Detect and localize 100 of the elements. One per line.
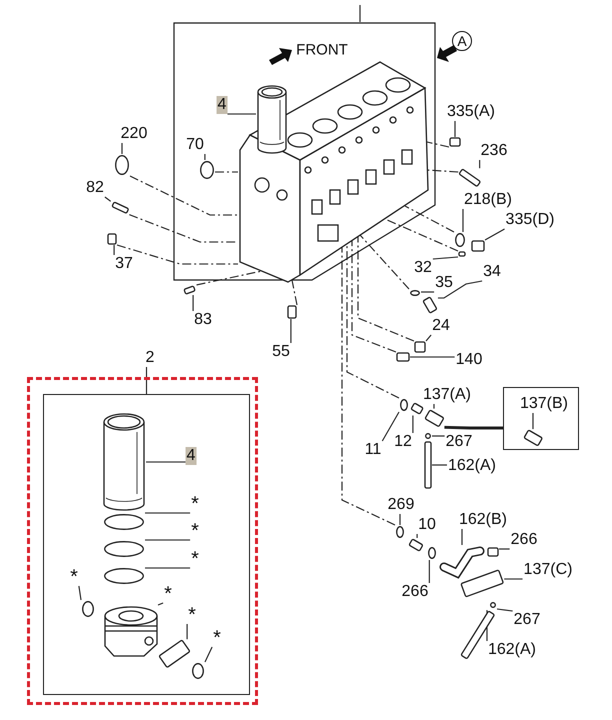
callout-number: 335(A)	[446, 103, 496, 121]
callout-number: 32	[413, 259, 433, 277]
leader-line	[145, 567, 190, 569]
bracket-leader-line	[438, 280, 482, 299]
callout-number: 137(B)	[518, 395, 570, 413]
leader-line	[428, 560, 430, 583]
assembly-line	[130, 176, 238, 216]
leader-line	[454, 121, 456, 137]
frame-outline	[173, 22, 436, 281]
leader-line	[186, 624, 188, 640]
callout-number: 24	[431, 317, 451, 335]
seal-ring-drawing	[114, 154, 130, 176]
leader-line	[479, 160, 480, 168]
assembly-line	[384, 218, 458, 252]
assembly-line	[116, 244, 238, 265]
piston-ring-drawing	[103, 567, 145, 585]
callout-number: 137(C)	[522, 561, 574, 579]
callout-number: 218(B)	[462, 191, 514, 209]
snap-ring-drawing	[81, 600, 95, 618]
callout-number: 140	[454, 351, 484, 369]
leader-line	[412, 416, 414, 433]
leader-line	[104, 196, 112, 202]
leader-line	[499, 548, 510, 550]
engine-block-drawing	[238, 60, 431, 284]
callout-number: 267	[444, 433, 474, 451]
leader-line	[433, 404, 435, 409]
leader-line	[359, 5, 361, 22]
piston-drawing	[103, 605, 158, 658]
callout-number: 34	[482, 263, 502, 281]
leader-line	[290, 319, 292, 343]
o-ring-drawing	[409, 289, 421, 297]
leader-line	[416, 534, 418, 538]
washer-drawing	[399, 398, 409, 412]
oil-seal-drawing	[199, 160, 215, 180]
leader-line	[399, 514, 401, 525]
leader-line	[78, 586, 82, 600]
callout-number: 55	[271, 343, 291, 361]
callout-number: *	[163, 585, 173, 603]
assembly-line	[196, 270, 262, 286]
washer-drawing	[424, 432, 432, 440]
washer-drawing	[427, 546, 437, 560]
hose-drawing	[438, 545, 486, 579]
callout-number: 10	[417, 516, 437, 534]
callout-number: 11	[364, 441, 382, 459]
leader-line	[504, 578, 523, 580]
leader-line	[227, 113, 256, 115]
callout-number: *	[190, 495, 200, 513]
leader-line	[158, 602, 164, 606]
assembly-line	[357, 237, 414, 342]
leader-line	[410, 356, 455, 358]
callout-number: 82	[85, 179, 105, 197]
callout-number: 137(A)	[422, 386, 472, 404]
callout-number: 266	[510, 531, 538, 549]
direction-label: FRONT	[296, 42, 348, 58]
callout-number: 335(D)	[504, 211, 556, 229]
leader-line	[114, 245, 115, 255]
washer-drawing	[489, 601, 497, 609]
assembly-line	[129, 214, 238, 243]
callout-number: 162(A)	[486, 641, 538, 659]
assembly-line	[346, 244, 400, 398]
assembly-line	[426, 169, 458, 173]
leader-line	[204, 646, 213, 662]
leader-line	[421, 291, 434, 293]
leader-line	[192, 295, 194, 311]
callout-number: 162(B)	[458, 511, 508, 529]
callout-number: 2	[144, 349, 156, 367]
leader-line	[432, 435, 445, 437]
washer-drawing	[454, 232, 466, 248]
leader-line	[432, 256, 458, 260]
callout-number: 35	[434, 274, 454, 292]
assembly-line	[404, 206, 454, 232]
plug-drawing	[107, 233, 117, 245]
callout-number: 236	[480, 142, 508, 160]
highlight-frame	[27, 377, 258, 705]
callout-number: 4	[186, 447, 196, 465]
callout-number: 12	[393, 433, 413, 451]
plug-drawing	[414, 341, 426, 353]
plug-drawing	[287, 305, 297, 319]
callout-number: *	[212, 629, 222, 647]
snap-ring-drawing	[191, 662, 205, 680]
stud-bolt-drawing	[110, 201, 130, 215]
callout-number: 267	[512, 611, 542, 629]
plug-drawing	[471, 240, 485, 252]
leader-line	[426, 334, 432, 342]
callout-number: 83	[193, 311, 213, 329]
leader-line	[462, 209, 464, 232]
leader-line	[146, 461, 186, 463]
callout-number: 70	[185, 136, 205, 154]
assembly-line	[291, 280, 298, 306]
plug-drawing	[487, 547, 499, 557]
assembly-line	[360, 234, 410, 290]
leader-line	[461, 529, 463, 545]
callout-number: *	[190, 522, 200, 540]
callout-number: *	[187, 606, 197, 624]
leader-line	[484, 228, 505, 240]
piston-ring-drawing	[103, 513, 145, 531]
callout-number: 220	[120, 125, 148, 143]
cylinder-liner-drawing	[256, 84, 288, 156]
inset-frame	[503, 387, 579, 450]
callout-number: *	[69, 568, 79, 586]
